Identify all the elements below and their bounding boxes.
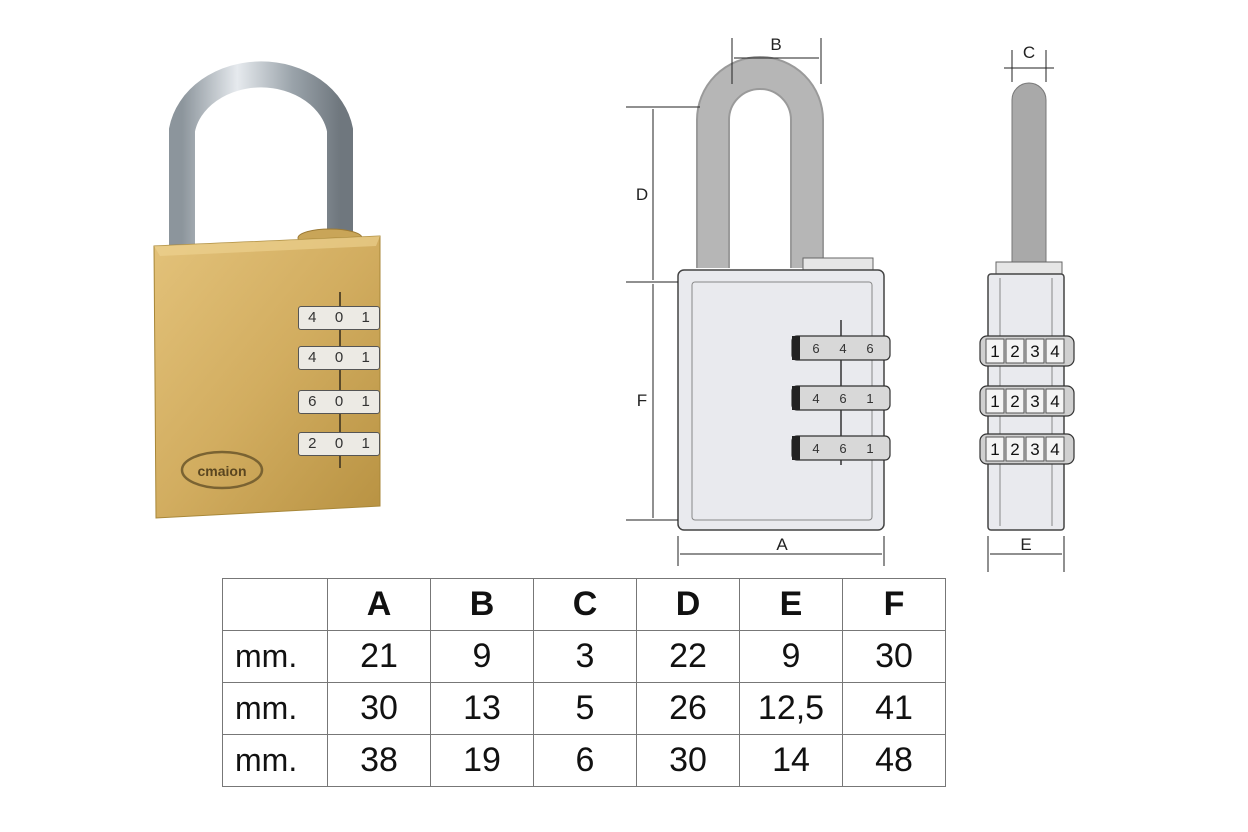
svg-text:6: 6 — [839, 441, 846, 456]
photo-dial-row[interactable]: 4 0 1 — [298, 346, 380, 370]
table-cell: 30 — [842, 630, 946, 683]
brand-text: cmaion — [197, 463, 246, 479]
side-shackle — [1011, 82, 1047, 266]
photo-dial-row[interactable]: 2 0 1 — [298, 432, 380, 456]
table-row: mm. 30 13 5 26 12,5 41 — [222, 682, 946, 735]
side-dial-row[interactable]: 1 2 3 4 — [979, 385, 1075, 417]
photo-dial-row[interactable]: 4 0 1 — [298, 306, 380, 330]
dim-label-a: A — [776, 535, 788, 554]
shackle — [169, 61, 353, 250]
table-cell: 41 — [842, 682, 946, 735]
table-cell: 3 — [533, 630, 637, 683]
table-cell: 30 — [636, 734, 740, 787]
table-header-row: A B C D E F — [222, 578, 946, 631]
svg-text:6: 6 — [839, 391, 846, 406]
front-dial-row[interactable]: 6 4 6 — [791, 335, 891, 361]
svg-text:3: 3 — [1030, 342, 1039, 361]
front-dial-row[interactable]: 4 6 1 — [791, 435, 891, 461]
svg-text:4: 4 — [812, 441, 819, 456]
svg-text:4: 4 — [1050, 440, 1059, 459]
svg-text:1: 1 — [866, 441, 873, 456]
table-header-cell: C — [533, 578, 637, 631]
side-dial-row[interactable]: 1 2 3 4 — [979, 335, 1075, 367]
table-header-cell: E — [739, 578, 843, 631]
lock-body — [153, 235, 381, 519]
photo-dial-row[interactable]: 6 0 1 — [298, 390, 380, 414]
table-cell: 9 — [430, 630, 534, 683]
svg-text:1: 1 — [990, 392, 999, 411]
table-cell: 13 — [430, 682, 534, 735]
table-row: mm. 21 9 3 22 9 30 — [222, 630, 946, 683]
table-cell: 6 — [533, 734, 637, 787]
table-unit-cell: mm. — [222, 630, 328, 683]
dim-label-e: E — [1020, 535, 1031, 554]
side-dial-row[interactable]: 1 2 3 4 — [979, 433, 1075, 465]
brass-padlock-photo: cmaion — [153, 61, 381, 519]
table-unit-cell: mm. — [222, 734, 328, 787]
table-cell: 19 — [430, 734, 534, 787]
svg-text:3: 3 — [1030, 392, 1039, 411]
table-header-cell: B — [430, 578, 534, 631]
svg-text:6: 6 — [866, 341, 873, 356]
svg-text:2: 2 — [1010, 440, 1019, 459]
svg-text:4: 4 — [839, 341, 846, 356]
table-cell: 38 — [327, 734, 431, 787]
front-dial-row[interactable]: 4 6 1 — [791, 385, 891, 411]
dim-label-b: B — [770, 35, 781, 54]
table-cell: 12,5 — [739, 682, 843, 735]
table-cell: 48 — [842, 734, 946, 787]
dimensions-table: A B C D E F mm. 21 9 3 22 9 30 mm. 30 13… — [222, 578, 946, 787]
table-unit-cell: mm. — [222, 682, 328, 735]
table-cell: 22 — [636, 630, 740, 683]
table-header-cell: F — [842, 578, 946, 631]
svg-text:1: 1 — [866, 391, 873, 406]
table-header-cell: D — [636, 578, 740, 631]
brand-logo — [180, 450, 264, 490]
dim-label-f: F — [637, 391, 647, 410]
svg-text:6: 6 — [812, 341, 819, 356]
table-cell: 5 — [533, 682, 637, 735]
table-cell: 30 — [327, 682, 431, 735]
svg-text:4: 4 — [812, 391, 819, 406]
svg-text:2: 2 — [1010, 342, 1019, 361]
svg-text:1: 1 — [990, 440, 999, 459]
dim-label-c: C — [1023, 43, 1035, 62]
table-cell: 9 — [739, 630, 843, 683]
dim-label-d: D — [636, 185, 648, 204]
table-cell: 21 — [327, 630, 431, 683]
table-cell: 26 — [636, 682, 740, 735]
table-header-cell — [222, 578, 328, 631]
svg-text:4: 4 — [1050, 392, 1059, 411]
svg-text:3: 3 — [1030, 440, 1039, 459]
table-row: mm. 38 19 6 30 14 48 — [222, 734, 946, 787]
svg-text:1: 1 — [990, 342, 999, 361]
table-header-cell: A — [327, 578, 431, 631]
svg-text:4: 4 — [1050, 342, 1059, 361]
front-view-drawing: B D F A 6 4 6 4 6 1 4 6 1 — [626, 35, 891, 566]
table-cell: 14 — [739, 734, 843, 787]
side-view-drawing: C E 1 2 3 4 1 2 3 4 1 2 — [979, 43, 1075, 572]
svg-text:2: 2 — [1010, 392, 1019, 411]
